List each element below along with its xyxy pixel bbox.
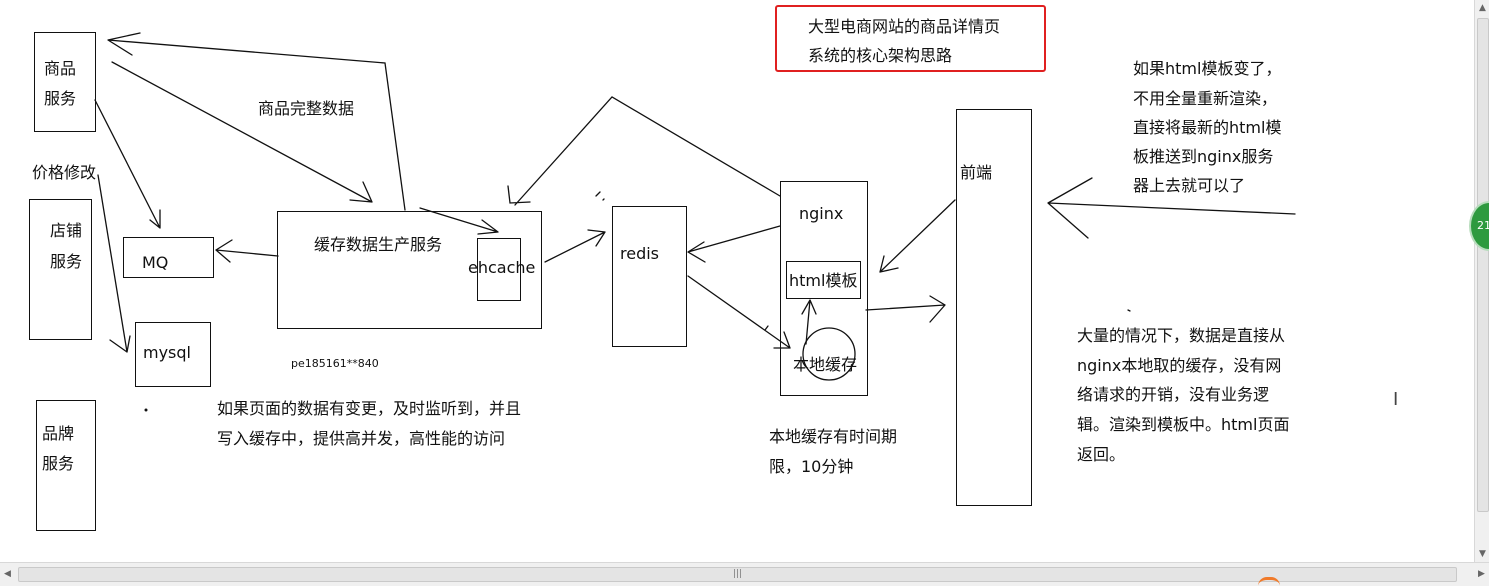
redis-label: redis xyxy=(620,244,660,263)
title-line-1: 大型电商网站的商品详情页 xyxy=(808,17,1001,36)
scroll-grip: ||| xyxy=(732,569,743,579)
arrow-to-ehcache xyxy=(419,207,499,235)
arrow-note-to-frontend xyxy=(1047,177,1296,239)
arrow-redis-to-local xyxy=(687,275,791,349)
horizontal-scroll-thumb[interactable]: ||| xyxy=(18,567,1457,582)
frontend-label: 前端 xyxy=(960,163,993,182)
arrow-product-to-producer xyxy=(111,61,373,203)
brand-service-label-2: 服务 xyxy=(42,454,75,473)
shop-service-label-2: 服务 xyxy=(50,252,83,271)
title-line-2: 系统的核心架构思路 xyxy=(808,46,953,65)
orange-mark xyxy=(1258,577,1280,586)
drawing-canvas: 大型电商网站的商品详情页 系统的核心架构思路 商品 服务 价格修改 店铺 服务 … xyxy=(29,5,1399,531)
mysql-node xyxy=(135,322,211,387)
stray-mark xyxy=(595,191,1131,312)
frontend-node xyxy=(956,109,1032,506)
arrow-producer-to-product xyxy=(107,32,406,211)
template-change-note-4: 板推送到nginx服务 xyxy=(1133,147,1274,166)
mostly-local-note-2: nginx本地取的缓存，没有网 xyxy=(1077,356,1282,375)
scroll-up-icon[interactable]: ▲ xyxy=(1479,3,1486,13)
mq-node xyxy=(123,237,214,278)
vertical-scrollbar[interactable]: ▲ ▼ xyxy=(1474,0,1489,562)
html-template-node xyxy=(786,261,861,299)
redis-node xyxy=(612,206,687,347)
template-change-note-1: 如果html模板变了， xyxy=(1133,59,1282,78)
ehcache-label: ehcache xyxy=(468,258,536,277)
arrow-producer-to-mq xyxy=(215,239,279,263)
arrow-product-to-mq xyxy=(94,99,161,229)
cache-producer-node xyxy=(277,211,542,329)
title-frame xyxy=(775,5,1046,72)
arrow-redis-to-local-small xyxy=(764,325,769,331)
price-change-label: 价格修改 xyxy=(32,163,97,182)
shop-service-label-1: 店铺 xyxy=(50,221,83,240)
arrow-frontend-to-nginx xyxy=(879,199,956,273)
product-service-node xyxy=(34,32,96,132)
mostly-local-note-4: 辑。渲染到模板中。html页面 xyxy=(1077,415,1290,434)
local-cache-expiry-note-2: 限，10分钟 xyxy=(769,457,854,476)
local-cache-label: 本地缓存 xyxy=(793,355,858,374)
mysql-label: mysql xyxy=(143,343,191,362)
horizontal-scrollbar[interactable]: ◀ ||| ▶ xyxy=(0,562,1489,586)
template-change-note-2: 不用全量重新渲染， xyxy=(1133,89,1278,108)
dot xyxy=(144,408,148,412)
local-cache-expiry-note-1: 本地缓存有时间期 xyxy=(769,427,898,446)
vertical-scroll-thumb[interactable] xyxy=(1477,18,1489,512)
scroll-right-icon[interactable]: ▶ xyxy=(1478,569,1485,579)
local-cache-circle xyxy=(802,327,856,381)
arrow-nginx-to-redis xyxy=(687,225,781,263)
product-service-label-1: 商品 xyxy=(44,59,77,78)
arrow-price-to-mysql xyxy=(97,174,131,353)
template-change-note-3: 直接将最新的html模 xyxy=(1133,118,1282,137)
change-listen-note-2: 写入缓存中，提供高并发，高性能的访问 xyxy=(217,429,506,448)
scroll-down-icon[interactable]: ▼ xyxy=(1479,549,1486,559)
html-template-label: html模板 xyxy=(789,271,858,290)
brand-service-node xyxy=(36,400,96,531)
arrow-local-to-template xyxy=(801,299,817,345)
arrow-ehcache-to-redis xyxy=(544,229,606,263)
arrow-nginx-to-frontend xyxy=(865,295,946,323)
brand-service-label-1: 品牌 xyxy=(42,424,75,443)
account-id-label: pe185161**840 xyxy=(291,357,379,370)
template-change-note-5: 器上去就可以了 xyxy=(1133,176,1246,195)
nginx-node xyxy=(780,181,868,396)
nginx-label: nginx xyxy=(799,204,844,223)
mostly-local-note-1: 大量的情况下，数据是直接从 xyxy=(1077,326,1286,345)
mostly-local-note-3: 络请求的开销，没有业务逻 xyxy=(1077,385,1270,404)
shop-service-node xyxy=(29,199,92,340)
arrow-redis-to-ehcache xyxy=(507,96,781,206)
arrows-layer xyxy=(94,32,1296,412)
product-service-label-2: 服务 xyxy=(44,89,77,108)
mostly-local-note-5: 返回。 xyxy=(1077,445,1126,464)
scroll-left-icon[interactable]: ◀ xyxy=(4,569,11,579)
ehcache-node xyxy=(477,238,521,301)
text-cursor-icon: I xyxy=(1393,389,1399,410)
full-product-data-label: 商品完整数据 xyxy=(258,99,355,118)
change-listen-note-1: 如果页面的数据有变更，及时监听到，并且 xyxy=(217,399,522,418)
mq-label: MQ xyxy=(142,253,169,272)
cache-producer-label: 缓存数据生产服务 xyxy=(314,235,443,254)
